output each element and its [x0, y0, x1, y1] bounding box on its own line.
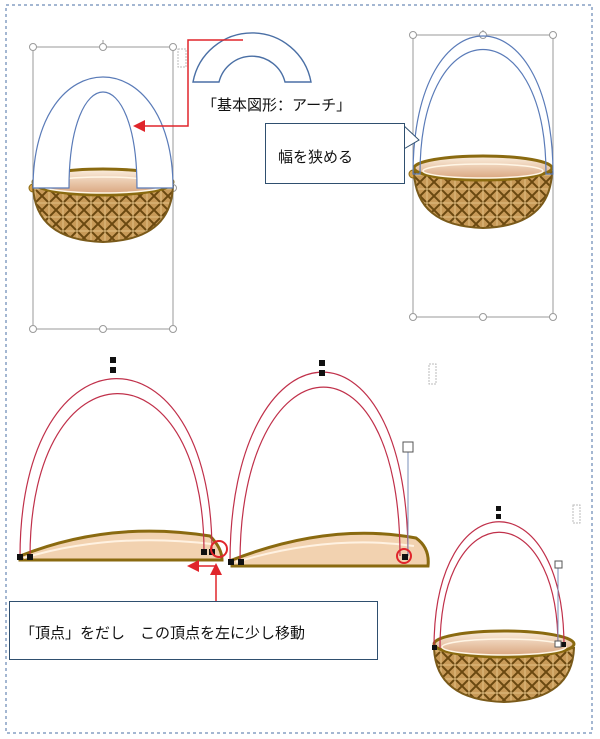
bezier-control-handle[interactable]: [554, 560, 563, 569]
basket-bottom-middle: [230, 531, 430, 568]
arch-shape-label: 「基本図形：アーチ」: [202, 96, 352, 114]
basket-right: [412, 154, 554, 230]
layout-options-icon[interactable]: [177, 48, 187, 68]
black-square-vertex-icon[interactable]: [432, 506, 566, 650]
vertex-instruction-text: 「頂点」をだし この頂点を左に少し移動: [20, 624, 306, 642]
narrowed-arch-handle[interactable]: [412, 35, 554, 175]
basket-bottom-right: [432, 629, 576, 704]
vertex-highlight-circle: [210, 540, 228, 558]
circle-handle-icon[interactable]: [29, 43, 177, 333]
black-square-vertex-icon[interactable]: [228, 360, 408, 565]
arrow-to-arch: [133, 39, 243, 132]
edit-path-left[interactable]: [19, 378, 213, 558]
basket-bottom-left: [18, 529, 224, 562]
final-arch-handle[interactable]: [433, 521, 565, 649]
vertex-highlight-circle: [396, 548, 412, 564]
vertex-instruction-box: 「頂点」をだし この頂点を左に少し移動: [9, 601, 378, 660]
narrow-width-text: 幅を狭める: [278, 148, 354, 166]
bezier-control-handle[interactable]: [402, 441, 414, 453]
page-frame: [5, 4, 593, 734]
narrow-width-callout: 幅を狭める: [265, 123, 405, 184]
arch-handle-shape[interactable]: [32, 76, 174, 189]
arch-sample-shape: [192, 32, 312, 83]
layout-options-icon[interactable]: [428, 363, 437, 385]
circle-handle-icon[interactable]: [409, 31, 557, 321]
black-square-vertex-icon[interactable]: [17, 357, 215, 560]
layout-options-icon[interactable]: [572, 504, 581, 524]
